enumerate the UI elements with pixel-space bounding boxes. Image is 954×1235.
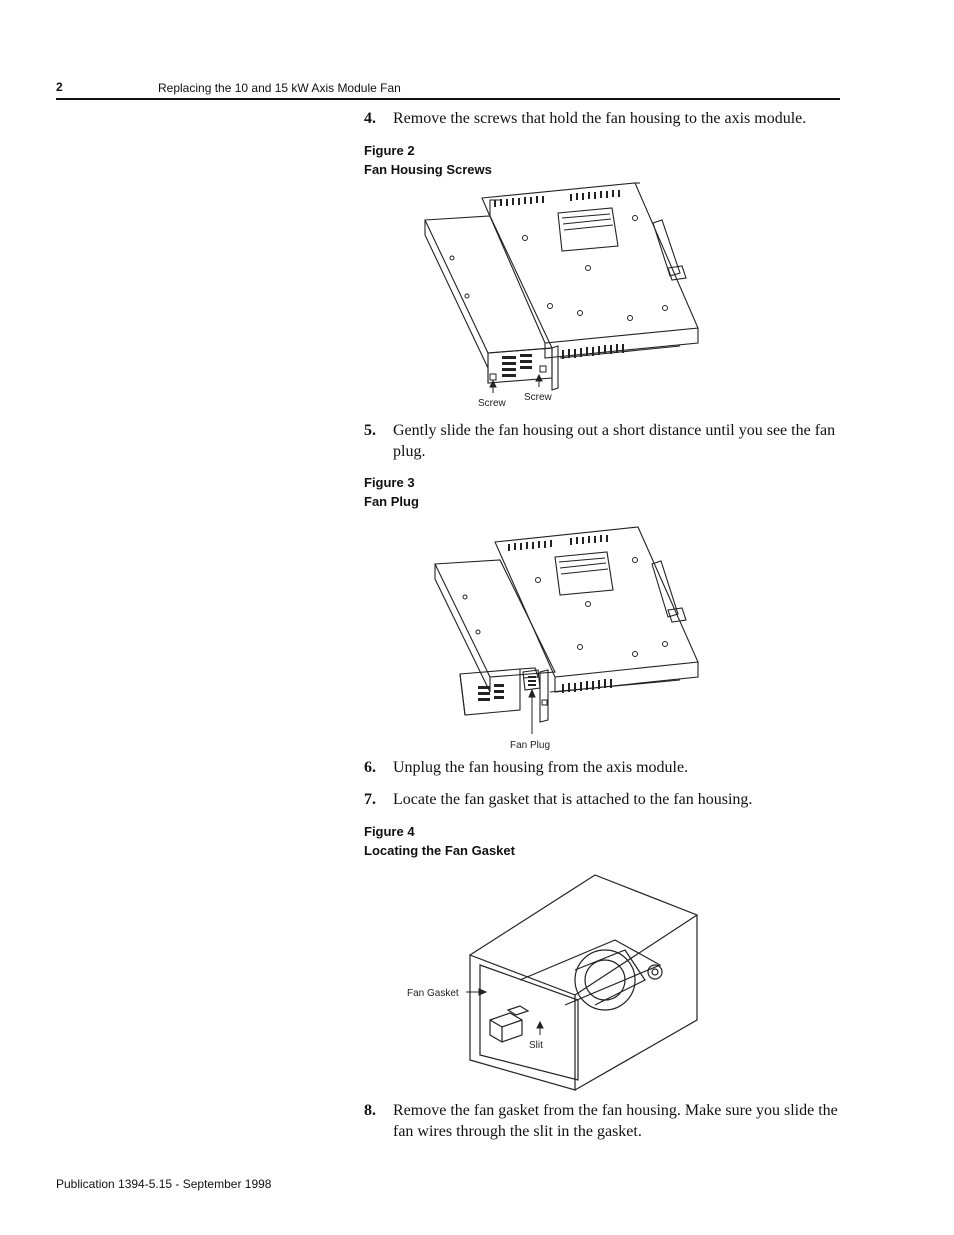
fan-plug-callout: Fan Plug — [510, 740, 550, 751]
running-header-title: Replacing the 10 and 15 kW Axis Module F… — [158, 81, 401, 95]
step-text: Unplug the fan housing from the axis mod… — [393, 759, 689, 776]
step-5: 5. Gently slide the fan housing out a sh… — [364, 420, 842, 462]
step-4: 4. Remove the screws that hold the fan h… — [364, 108, 842, 129]
header-rule — [56, 98, 840, 100]
slit-callout: Slit — [529, 1040, 543, 1051]
step-number: 5. — [364, 422, 376, 439]
fan-housing-screws-illustration: Screw Screw — [424, 182, 699, 409]
step-number: 8. — [364, 1102, 376, 1119]
figure-4-heading: Figure 4 Locating the Fan Gasket — [364, 822, 515, 860]
figure-label: Figure 3 — [364, 475, 415, 490]
figure-caption: Fan Plug — [364, 494, 419, 509]
figure-caption: Locating the Fan Gasket — [364, 843, 515, 858]
step-text: Gently slide the fan housing out a short… — [393, 422, 836, 460]
fan-gasket-illustration: Fan Gasket Slit — [407, 874, 699, 1091]
step-text: Locate the fan gasket that is attached t… — [393, 791, 753, 808]
publication-footer: Publication 1394-5.15 - September 1998 — [56, 1177, 272, 1191]
step-8: 8. Remove the fan gasket from the fan ho… — [364, 1100, 842, 1142]
page-number: 2 — [56, 80, 63, 94]
figure-2-heading: Figure 2 Fan Housing Screws — [364, 141, 492, 179]
fan-plug-illustration: Fan Plug — [434, 526, 699, 751]
screw-callout: Screw — [478, 398, 507, 409]
step-number: 7. — [364, 791, 376, 808]
figure-3-heading: Figure 3 Fan Plug — [364, 473, 419, 511]
figure-label: Figure 2 — [364, 143, 415, 158]
fan-gasket-callout: Fan Gasket — [407, 988, 459, 999]
step-6: 6. Unplug the fan housing from the axis … — [364, 757, 842, 778]
step-text: Remove the fan gasket from the fan housi… — [393, 1102, 838, 1140]
figure-label: Figure 4 — [364, 824, 415, 839]
step-7: 7. Locate the fan gasket that is attache… — [364, 789, 842, 810]
figure-caption: Fan Housing Screws — [364, 162, 492, 177]
step-number: 6. — [364, 759, 376, 776]
screw-callout: Screw — [524, 392, 553, 403]
step-number: 4. — [364, 110, 376, 127]
step-text: Remove the screws that hold the fan hous… — [393, 110, 807, 127]
